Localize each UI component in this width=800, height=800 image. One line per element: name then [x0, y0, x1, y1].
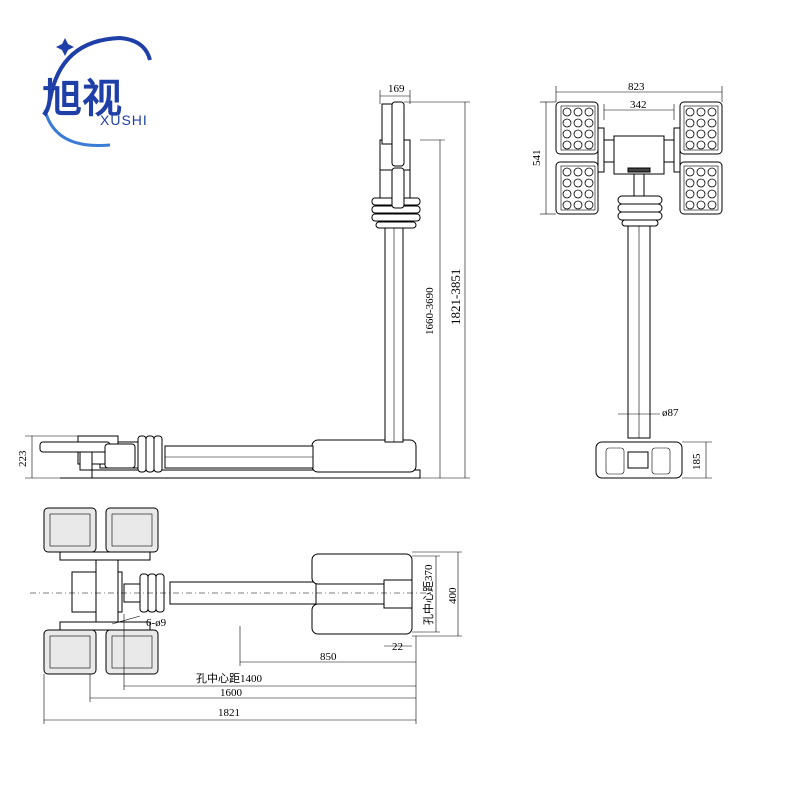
led-icon	[584, 129, 594, 139]
logo-swoosh-icon	[48, 35, 152, 101]
dim-width: 400	[447, 587, 459, 604]
led-icon	[584, 167, 594, 177]
led-icon	[562, 107, 572, 117]
led-icon	[562, 178, 572, 188]
led-icon	[573, 129, 583, 139]
top-lamp-bl	[43, 629, 97, 675]
led-icon	[685, 107, 695, 117]
led-icon	[573, 167, 583, 177]
logo-arc-icon	[43, 109, 111, 148]
dim-mast-diameter: ø87	[662, 407, 679, 419]
dim-total-height: 1821-3851	[448, 269, 463, 325]
led-icon	[573, 178, 583, 188]
logo-chinese: 旭视	[42, 76, 122, 122]
side-stowed-lamp	[39, 441, 111, 453]
led-icon	[696, 107, 706, 117]
dim-front-base-height: 185	[691, 453, 703, 470]
led-icon	[707, 107, 717, 117]
led-icon	[573, 118, 583, 128]
led-icon	[562, 140, 572, 150]
dim-head-width: 169	[388, 83, 405, 95]
led-icon	[573, 140, 583, 150]
side-base-housing	[311, 439, 417, 473]
led-icon	[573, 200, 583, 210]
dim-base-height: 223	[17, 450, 29, 467]
led-icon	[584, 200, 594, 210]
logo-english: XUSHI	[100, 112, 148, 128]
top-view: 孔中心距370 400 6-ø9 850 22 孔中心距1400 1600 18…	[30, 507, 462, 724]
led-icon	[707, 189, 717, 199]
led-icon	[696, 178, 706, 188]
led-icon	[685, 178, 695, 188]
led-icon	[584, 107, 594, 117]
led-icon	[685, 140, 695, 150]
led-icon	[685, 189, 695, 199]
led-icon	[685, 118, 695, 128]
dim-22: 22	[392, 641, 403, 653]
led-icon	[584, 140, 594, 150]
led-icon	[707, 129, 717, 139]
led-icon	[562, 189, 572, 199]
dim-bolts: 6-ø9	[146, 617, 167, 629]
led-icon	[707, 140, 717, 150]
side-lamp-upper	[391, 101, 405, 167]
top-base-lower	[311, 603, 413, 635]
dim-head-height: 541	[531, 150, 543, 167]
led-icon	[562, 129, 572, 139]
led-icon	[584, 178, 594, 188]
led-icon	[584, 118, 594, 128]
led-icon	[584, 189, 594, 199]
led-icon	[573, 189, 583, 199]
led-icon	[562, 118, 572, 128]
dim-850: 850	[320, 651, 337, 663]
led-icon	[685, 129, 695, 139]
top-base-upper	[311, 553, 413, 585]
dim-inner-width: 342	[630, 99, 647, 111]
front-view: 823 342 541 ø87 185	[531, 81, 723, 479]
dim-hole-spacing-long: 孔中心距1400	[196, 672, 262, 685]
top-lamp-br	[105, 629, 159, 675]
led-icon	[685, 200, 695, 210]
dim-mast-height: 1660-3690	[424, 287, 436, 335]
top-lamp-tr	[105, 507, 159, 553]
side-view: 169 1660-3690 1821-3851 223	[17, 83, 470, 479]
led-icon	[696, 200, 706, 210]
front-led-array	[562, 107, 717, 210]
brand-logo: 旭视 XUSHI	[42, 35, 152, 148]
led-icon	[707, 200, 717, 210]
dim-overall-width: 823	[628, 81, 645, 93]
led-icon	[696, 167, 706, 177]
dim-1600: 1600	[220, 687, 243, 699]
led-icon	[685, 167, 695, 177]
dim-1821: 1821	[218, 707, 240, 719]
led-icon	[562, 167, 572, 177]
led-icon	[707, 118, 717, 128]
led-icon	[696, 118, 706, 128]
led-icon	[707, 178, 717, 188]
dim-hole-spacing-short: 孔中心距370	[422, 564, 435, 625]
top-lamp-tl	[43, 507, 97, 553]
led-icon	[696, 129, 706, 139]
led-icon	[696, 140, 706, 150]
side-lamp-lower	[391, 167, 405, 209]
led-icon	[573, 107, 583, 117]
led-icon	[696, 189, 706, 199]
led-icon	[707, 167, 717, 177]
led-icon	[562, 200, 572, 210]
logo-star-icon	[56, 38, 74, 56]
